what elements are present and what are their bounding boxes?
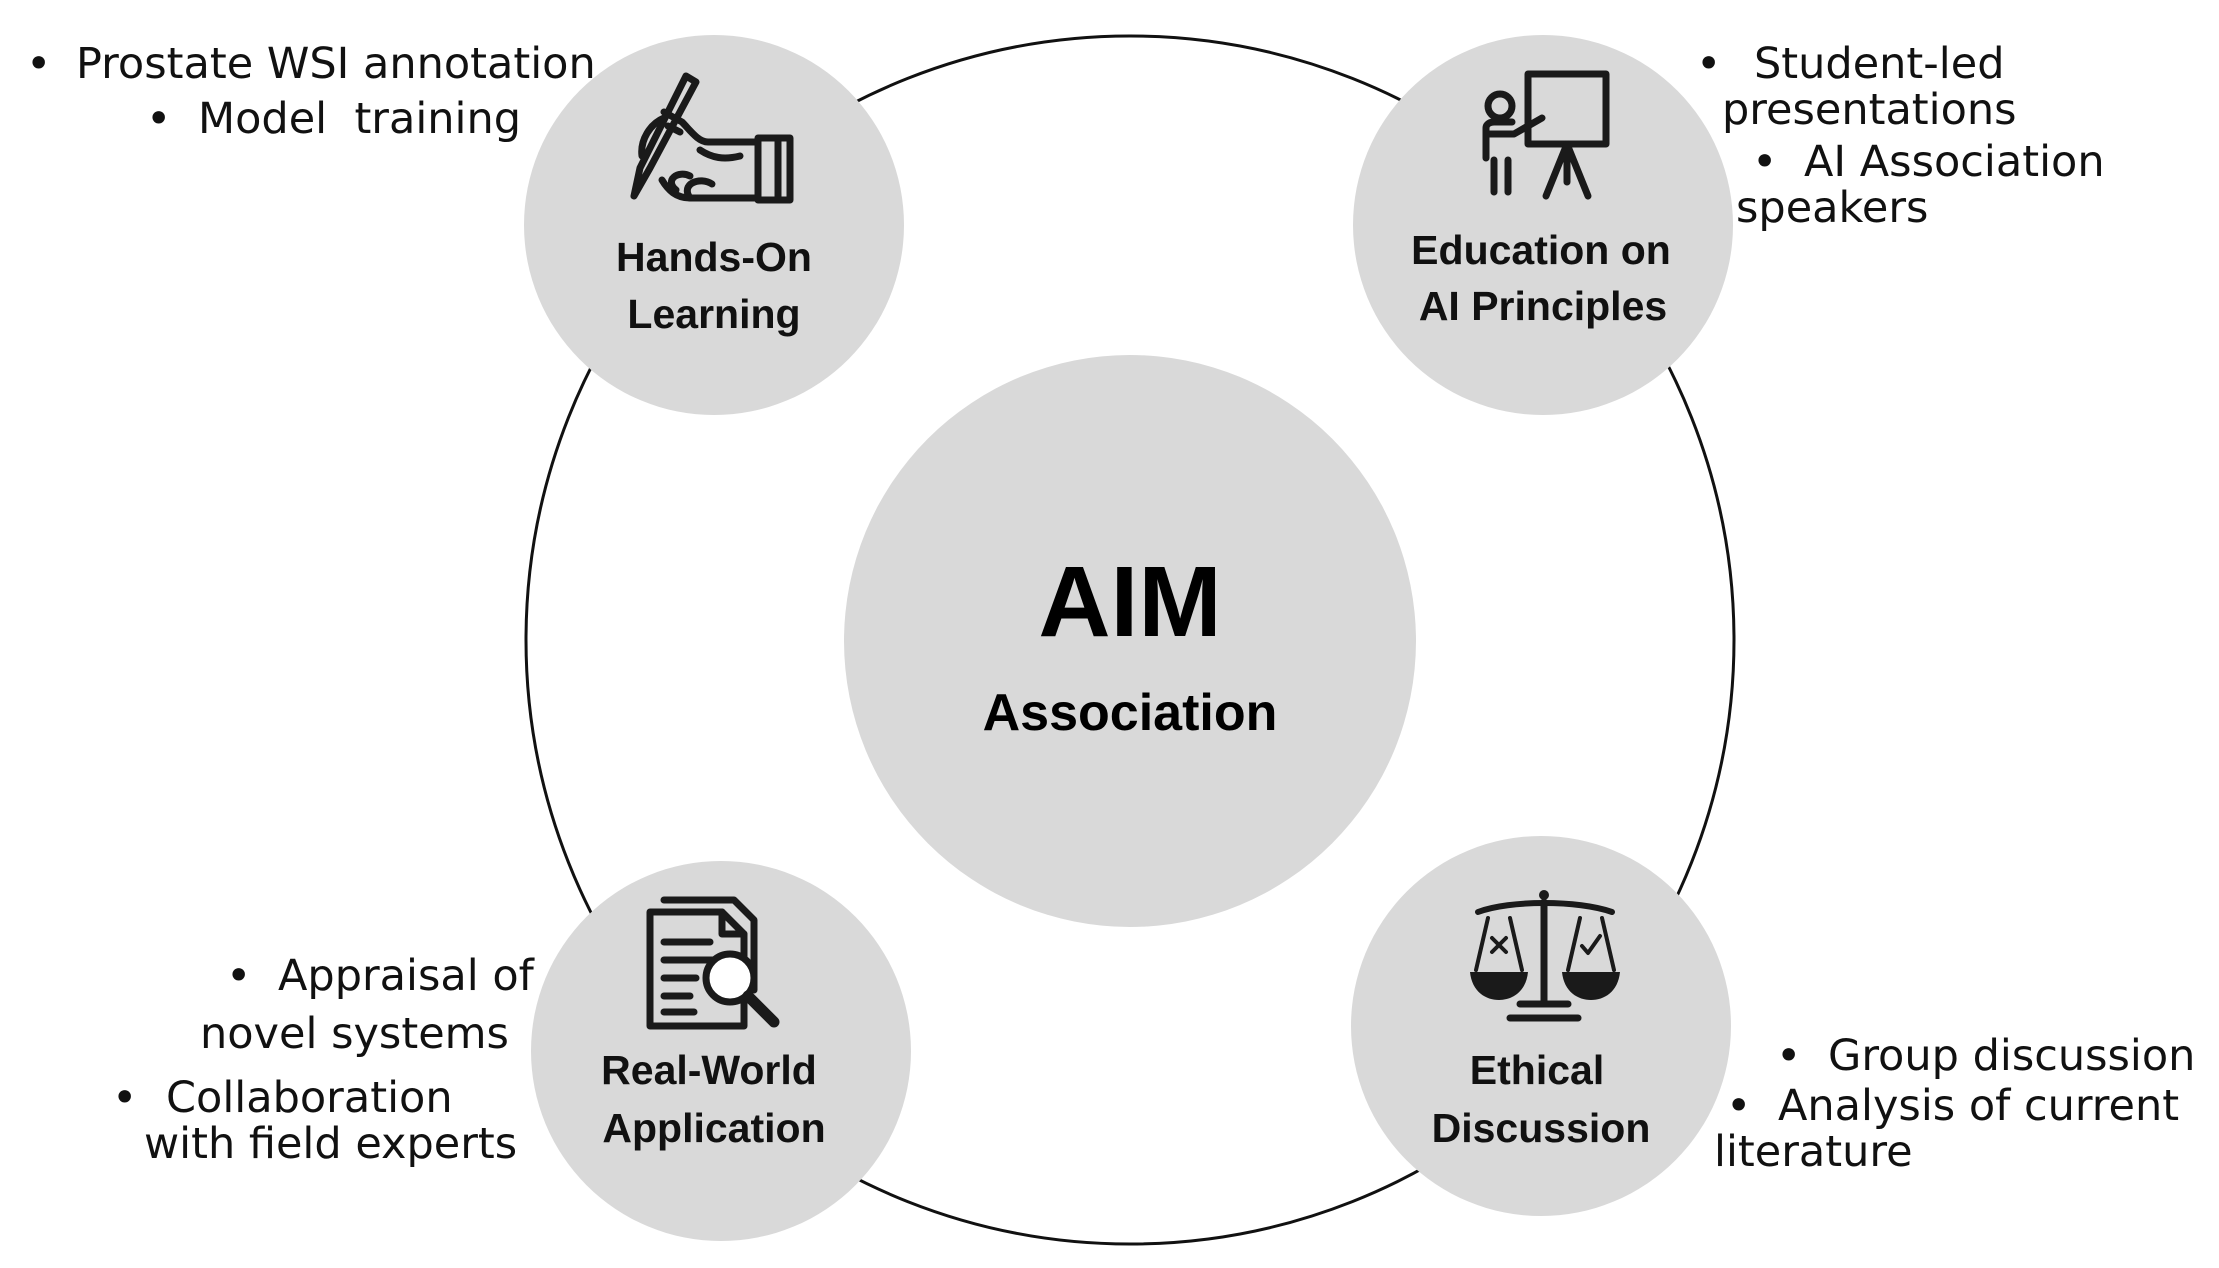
bullet-item: Appraisal of bbox=[278, 951, 535, 1001]
bullet-dot-icon: • bbox=[1752, 137, 1777, 187]
node-label-line1: Hands-On bbox=[616, 234, 812, 280]
node-circle bbox=[1351, 836, 1731, 1216]
bullet-dot-icon: • bbox=[112, 1073, 137, 1123]
node-label-line2: AI Principles bbox=[1419, 283, 1667, 329]
bullet-item: Model training bbox=[198, 94, 521, 144]
hand-writing-icon bbox=[630, 72, 794, 204]
bullet-item: Group discussion bbox=[1828, 1031, 2195, 1081]
node-label-line1: Education on bbox=[1411, 227, 1671, 273]
bullet-item: Collaboration bbox=[166, 1073, 453, 1123]
document-magnifier-icon bbox=[646, 896, 780, 1030]
node-circle bbox=[524, 35, 904, 415]
bullet-item: AI Association bbox=[1804, 137, 2105, 187]
node-label-line2: Application bbox=[602, 1105, 825, 1151]
justice-scale-icon bbox=[1470, 890, 1620, 1022]
node-label-line1: Ethical bbox=[1470, 1047, 1604, 1093]
bullet-dot-icon: • bbox=[26, 39, 51, 89]
node-ethical-discussion: Ethical Discussion bbox=[1351, 836, 1731, 1216]
bullet-dot-icon: • bbox=[1776, 1031, 1801, 1081]
center-title: AIM bbox=[1038, 546, 1221, 658]
node-real-world-application: Real-World Application bbox=[531, 861, 911, 1241]
bullet-item-continuation: with field experts bbox=[144, 1119, 517, 1169]
bullet-dot-icon: • bbox=[1696, 39, 1721, 89]
node-education-ai-principles: Education on AI Principles bbox=[1353, 35, 1733, 415]
bullet-dot-icon: • bbox=[226, 951, 251, 1001]
bullet-item: Prostate WSI annotation bbox=[76, 39, 596, 89]
center-node: AIM Association bbox=[844, 355, 1416, 927]
node-label-line1: Real-World bbox=[601, 1047, 817, 1093]
bullets-education: • Student-led presentations • AI Associa… bbox=[1696, 39, 2105, 233]
node-circle bbox=[531, 861, 911, 1241]
outer-ring bbox=[524, 34, 1736, 1246]
node-label-line2: Discussion bbox=[1432, 1105, 1651, 1151]
bullet-item-continuation: novel systems bbox=[200, 1009, 509, 1059]
bullet-item-continuation: literature bbox=[1714, 1127, 1913, 1177]
bullet-dot-icon: • bbox=[1726, 1081, 1751, 1131]
node-circle bbox=[1353, 35, 1733, 415]
node-hands-on-learning: Hands-On Learning bbox=[524, 35, 904, 415]
bullet-item-continuation: presentations bbox=[1722, 85, 2017, 135]
bullets-hands-on: • Prostate WSI annotation • Model traini… bbox=[26, 39, 596, 144]
bullets-real-world: • Appraisal of novel systems • Collabora… bbox=[112, 951, 535, 1169]
center-subtitle: Association bbox=[983, 684, 1278, 742]
bullet-dot-icon: • bbox=[146, 94, 171, 144]
bullet-item: Analysis of current bbox=[1778, 1081, 2179, 1131]
node-label-line2: Learning bbox=[627, 291, 800, 337]
bullets-ethical: • Group discussion • Analysis of current… bbox=[1714, 1031, 2195, 1177]
bullet-item-continuation: speakers bbox=[1736, 183, 1928, 233]
bullet-item: Student-led bbox=[1754, 39, 2004, 89]
presenter-board-icon bbox=[1482, 70, 1610, 200]
center-circle bbox=[844, 355, 1416, 927]
